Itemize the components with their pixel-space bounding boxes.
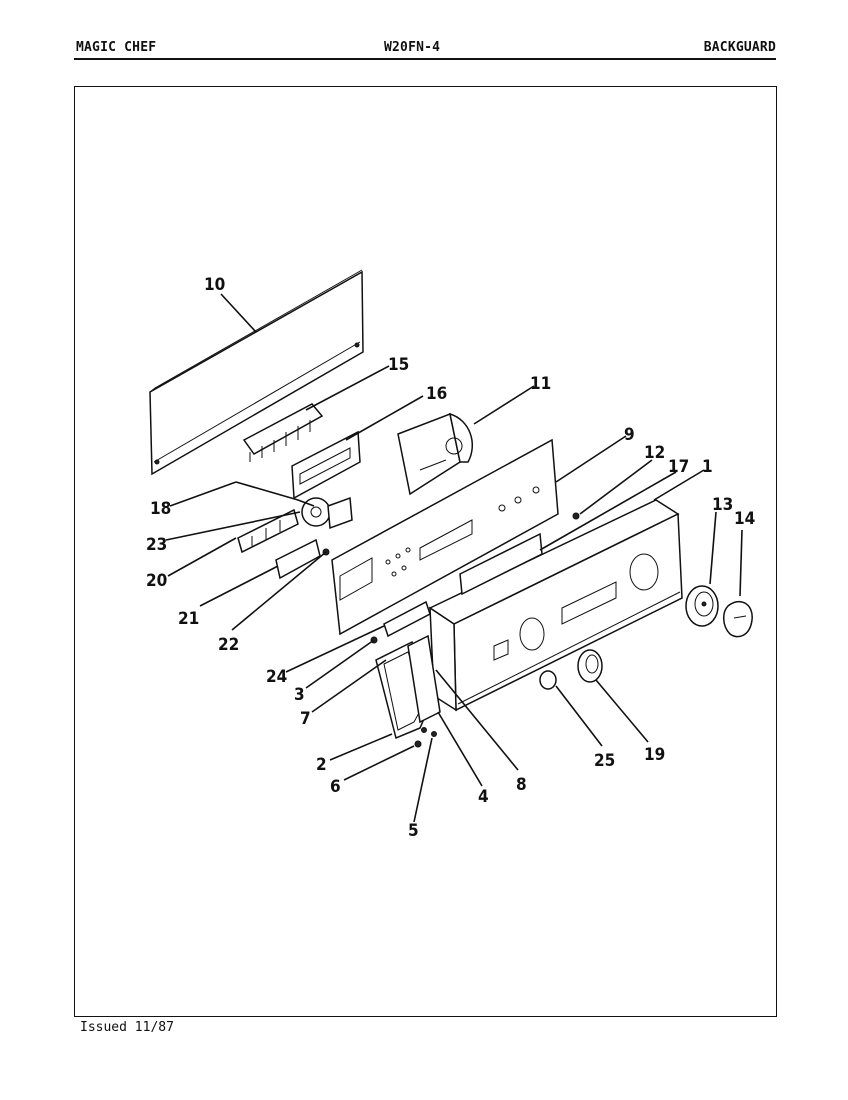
- part-10-rear-panel: [149, 269, 364, 476]
- header-rule: [74, 58, 776, 60]
- callout-11: 11: [530, 374, 551, 394]
- callout-21: 21: [178, 609, 199, 629]
- part-5-clip: [431, 731, 437, 737]
- part-13-knob: [685, 585, 719, 627]
- callout-16: 16: [426, 384, 447, 404]
- leader-lines: [165, 293, 743, 823]
- diagram-frame: [74, 86, 777, 1017]
- part-16-bracket: [291, 430, 361, 500]
- callout-15: 15: [388, 355, 409, 375]
- callout-3: 3: [294, 685, 305, 705]
- part-8-bracket-plate: [407, 634, 441, 724]
- callout-9: 9: [624, 425, 635, 445]
- callout-24: 24: [266, 667, 287, 687]
- callout-5: 5: [408, 821, 419, 841]
- callout-19: 19: [644, 745, 665, 765]
- part-11-timer: [397, 412, 473, 496]
- callout-20: 20: [146, 571, 167, 591]
- issued-date: Issued 11/87: [80, 1020, 174, 1035]
- callout-4: 4: [478, 787, 489, 807]
- part-18-switch: [301, 496, 353, 530]
- callout-6: 6: [330, 777, 341, 797]
- header-brand: MAGIC CHEF: [76, 40, 157, 55]
- part-14-knob-cap: [723, 600, 753, 638]
- callout-14: 14: [734, 509, 755, 529]
- callout-2: 2: [316, 755, 327, 775]
- part-1-backguard-housing: [428, 499, 683, 712]
- part-9-control-panel: [331, 438, 559, 638]
- callout-25: 25: [594, 751, 615, 771]
- callout-10: 10: [204, 275, 225, 295]
- callout-12: 12: [644, 443, 665, 463]
- part-15-terminal-block: [242, 403, 324, 462]
- callout-17: 17: [668, 457, 689, 477]
- part-25-button: [539, 670, 557, 690]
- part-20-selector-switch: [237, 508, 299, 554]
- callout-18: 18: [150, 499, 171, 519]
- header-section: BACKGUARD: [703, 40, 776, 55]
- part-12-screw: [572, 512, 580, 520]
- callout-1: 1: [702, 457, 713, 477]
- callout-8: 8: [516, 775, 527, 795]
- callout-13: 13: [712, 495, 733, 515]
- callout-7: 7: [300, 709, 311, 729]
- header-model: W20FN-4: [384, 40, 441, 55]
- part-19-knob-ring: [577, 649, 603, 683]
- callout-23: 23: [146, 535, 167, 555]
- callout-22: 22: [218, 635, 239, 655]
